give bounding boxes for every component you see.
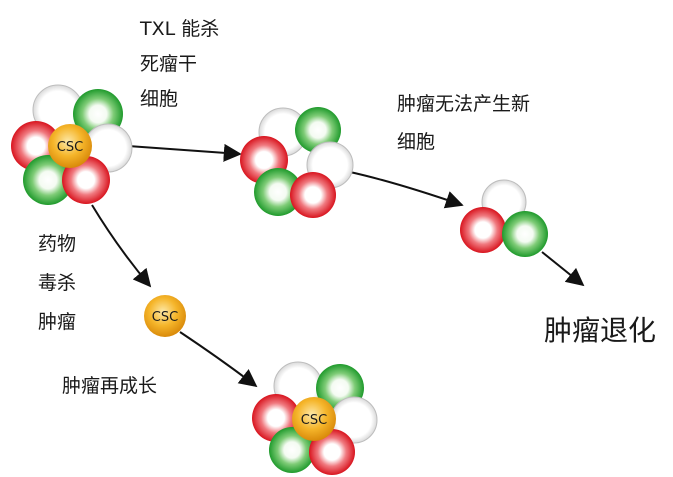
regress-label: 肿瘤退化 <box>544 314 656 347</box>
red-cell <box>309 429 355 475</box>
initial-tumor-cluster: CSC <box>11 84 133 205</box>
cannot-produce-label-line2: 细胞 <box>397 131 435 153</box>
drug-label-line1: 药物 <box>38 233 76 255</box>
green-cell <box>502 211 548 257</box>
regrown-tumor-cluster: CSC <box>252 361 378 475</box>
red-cell <box>460 207 506 253</box>
txl-label-line2: 死瘤干 <box>140 53 197 75</box>
csc-cell <box>292 397 336 441</box>
labels: TXL 能杀 死瘤干 细胞 肿瘤无法产生新 细胞 药物 毒杀 肿瘤 肿瘤再成长 … <box>38 18 656 397</box>
csc-label: CSC <box>152 310 178 325</box>
green-cell <box>269 427 315 473</box>
cannot-produce-label-line1: 肿瘤无法产生新 <box>397 93 530 115</box>
csc-cell <box>48 124 92 168</box>
arrow-to-regrow-cluster <box>179 331 258 388</box>
surviving-csc: CSC <box>144 295 186 337</box>
arrow-to-single-csc <box>91 204 152 288</box>
green-cell <box>23 155 73 205</box>
green-cell <box>254 168 302 216</box>
small-remaining-cluster <box>460 179 548 257</box>
csc-label: CSC <box>57 140 83 155</box>
csc-cell <box>144 295 186 337</box>
txl-label-line1: TXL 能杀 <box>139 18 219 40</box>
arrow-to-txl-cluster <box>127 143 242 162</box>
green-cell <box>295 107 341 153</box>
regrow-label: 肿瘤再成长 <box>62 375 157 397</box>
arrow-to-small-cluster <box>349 171 464 209</box>
txl-treated-cluster <box>240 107 354 218</box>
red-cell <box>290 172 336 218</box>
txl-label-line3: 细胞 <box>140 88 178 110</box>
arrows <box>91 143 585 388</box>
drug-label-line2: 毒杀 <box>38 272 76 294</box>
red-cell <box>62 156 110 204</box>
arrow-to-regress <box>541 251 585 287</box>
drug-label-line3: 肿瘤 <box>38 311 76 333</box>
csc-label: CSC <box>301 413 327 428</box>
